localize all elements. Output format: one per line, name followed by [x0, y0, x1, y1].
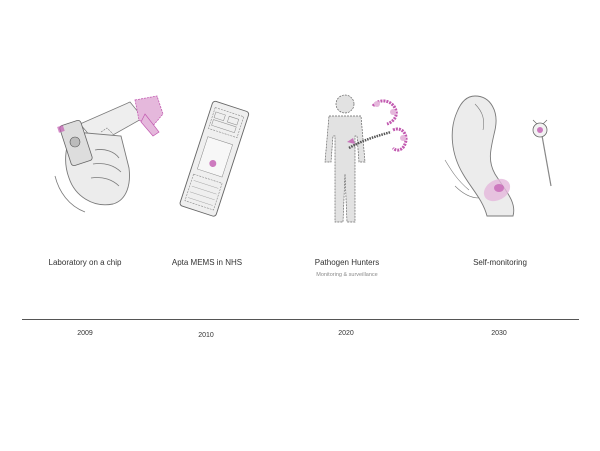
- mems-device-icon: [179, 100, 250, 217]
- milestone-label-self-monitoring: Self-monitoring: [473, 258, 527, 267]
- year-label-2010: 2010: [198, 332, 214, 339]
- milestone-label-apta-mems: Apta MEMS in NHS: [171, 258, 243, 267]
- timeline-axis: [22, 319, 579, 320]
- milestone-sublabel-pathogen-hunters: Monitoring & surveillance: [316, 272, 378, 278]
- arm-sensor-icon: [444, 95, 552, 217]
- year-label-2009: 2009: [77, 330, 93, 337]
- milestone-label-lab-on-chip: Laboratory on a chip: [48, 258, 122, 267]
- human-silhouette-icon: [324, 94, 408, 223]
- year-label-2020: 2020: [338, 330, 354, 337]
- year-label-2030: 2030: [491, 330, 507, 337]
- milestone-label-pathogen-hunters: Pathogen Hunters: [314, 258, 380, 267]
- hand-holding-chip-icon: [54, 95, 164, 213]
